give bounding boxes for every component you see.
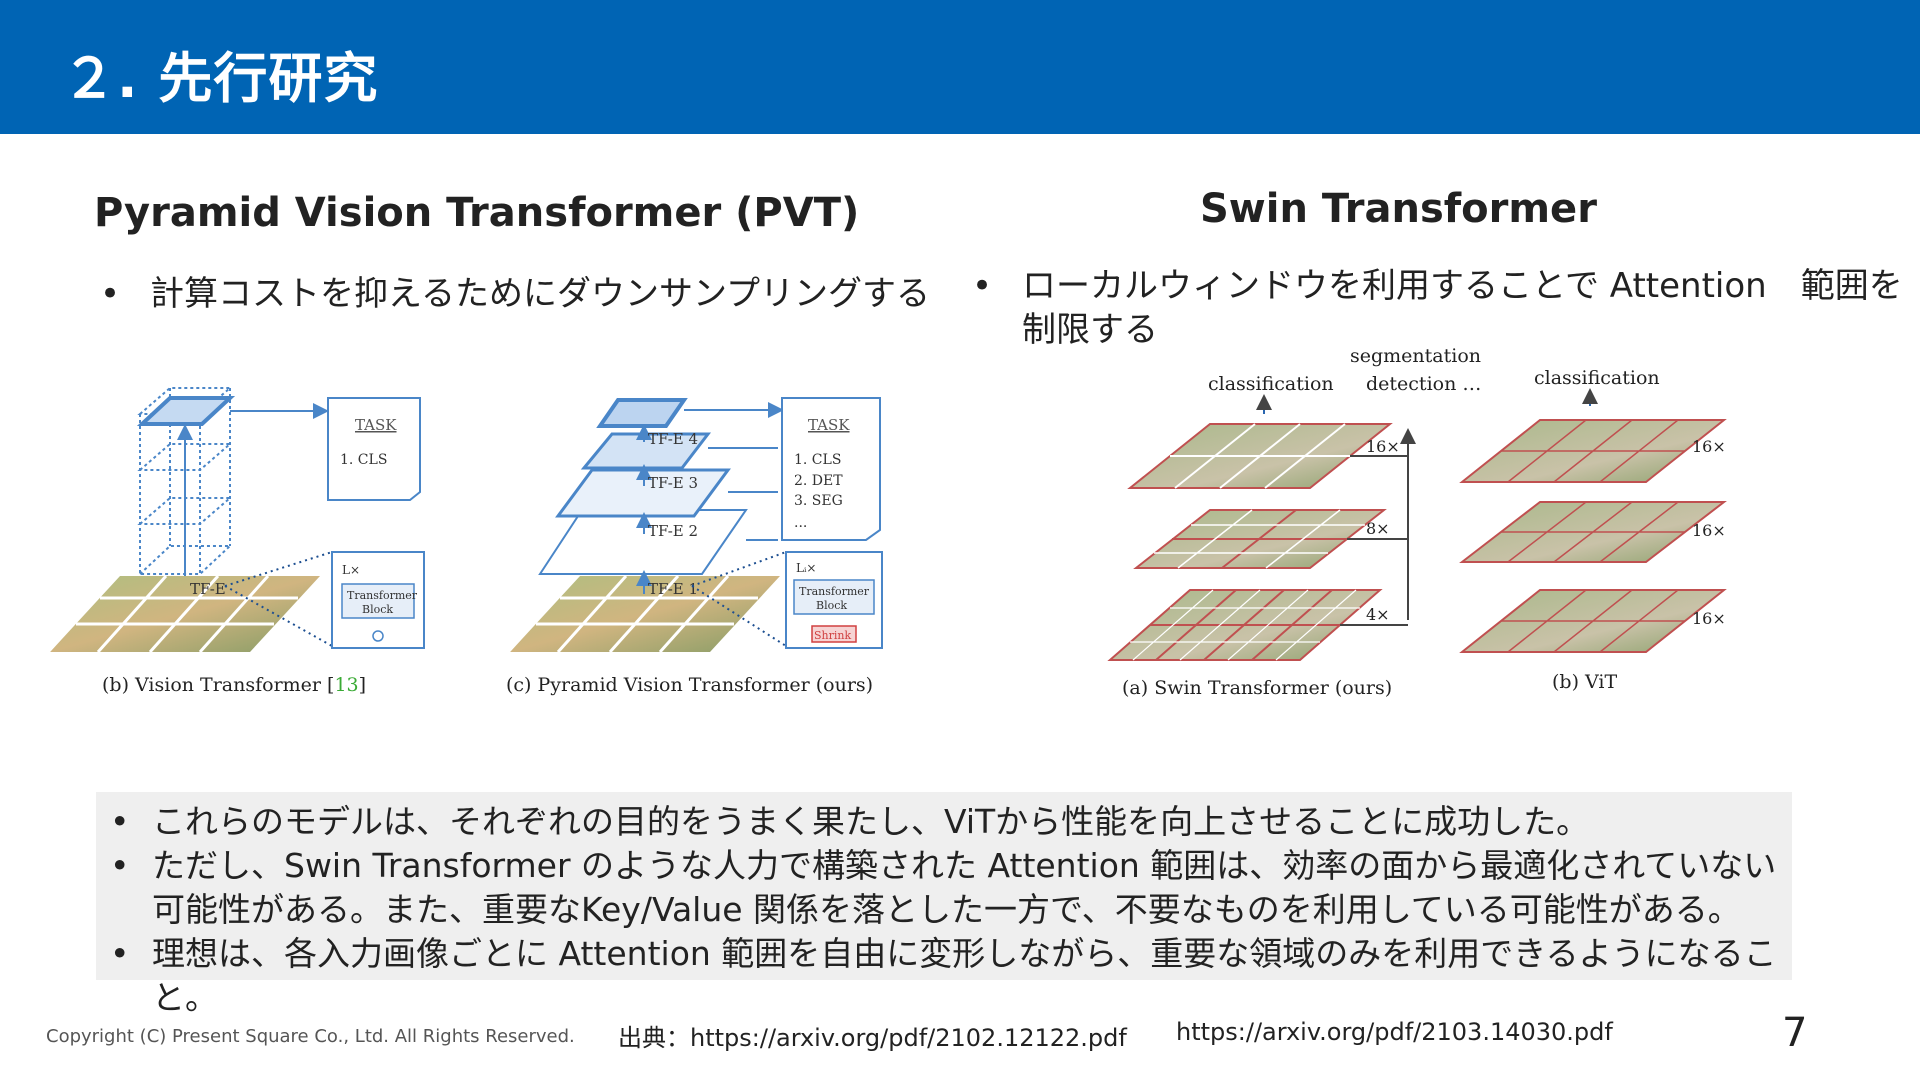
pvt-figure: TF-E TASK 1. CLS L× Transformer Block bbox=[46, 387, 883, 696]
vit-caption-right: (b) ViT bbox=[1552, 671, 1617, 693]
vit-scale-3: 16× bbox=[1692, 609, 1726, 628]
task-item: 3. SEG bbox=[794, 493, 843, 509]
summary-item: • これらのモデルは、それぞれの目的をうまく果たし、ViTから性能を向上させるこ… bbox=[110, 800, 1780, 844]
summary-text: 理想は、各入力画像ごとに Attention 範囲を自由に変形しながら、重要な領… bbox=[152, 934, 1777, 1017]
pvt-title: Pyramid Vision Transformer (PVT) bbox=[94, 190, 860, 236]
summary-text: これらのモデルは、それぞれの目的をうまく果たし、ViTから性能を向上させることに… bbox=[152, 802, 1590, 841]
pvt-stage-4 bbox=[596, 398, 688, 428]
classification-right-label: classification bbox=[1534, 367, 1660, 389]
pvt-transformer-block: Lᵢ× Transformer Block Shrink bbox=[785, 551, 883, 649]
swin-level-4x bbox=[1107, 589, 1383, 661]
bullet-dot: • bbox=[110, 846, 130, 885]
page-number: 7 bbox=[1782, 1010, 1808, 1056]
task-title: TASK bbox=[808, 416, 850, 434]
tfe-level-1: TF-E 1 bbox=[648, 580, 698, 598]
vit-tfe-label: TF-E bbox=[190, 580, 226, 598]
pvt-diagram: TF-E 4 TF-E 3 TF-E 2 TF-E 1 TASK 1. CLS … bbox=[506, 397, 883, 654]
swin-figure: classification segmentation detection … … bbox=[1107, 345, 1727, 699]
swin-bullet-line1: ローカルウィンドウを利用することで Attention 範囲を bbox=[1022, 266, 1903, 306]
tfe-level-2: TF-E 2 bbox=[648, 522, 698, 540]
bullet-dot: • bbox=[110, 934, 130, 973]
task-item: ... bbox=[794, 515, 807, 531]
pvt-bullet-text: 計算コストを抑えるためにダウンサンプリングする bbox=[150, 274, 930, 314]
swin-title: Swin Transformer bbox=[1200, 186, 1597, 232]
lx-label: L× bbox=[342, 563, 360, 577]
vit-level-2 bbox=[1459, 501, 1727, 563]
swin-scale-8x: 8× bbox=[1366, 519, 1390, 538]
task-item: 1. CLS bbox=[794, 452, 841, 468]
source-link-1[interactable]: 出典：https://arxiv.org/pdf/2102.12122.pdf bbox=[618, 1024, 1127, 1052]
task-item: 2. DET bbox=[794, 473, 843, 489]
vit-diagram: TF-E TASK 1. CLS L× Transformer Block bbox=[46, 387, 425, 654]
summary-box: • これらのモデルは、それぞれの目的をうまく果たし、ViTから性能を向上させるこ… bbox=[96, 792, 1792, 1017]
tfe-level-4: TF-E 4 bbox=[648, 430, 698, 448]
task-item: 1. CLS bbox=[340, 452, 387, 468]
detection-label: detection … bbox=[1366, 373, 1481, 395]
shrink-label: Shrink bbox=[814, 629, 851, 642]
tfe-level-3: TF-E 3 bbox=[648, 474, 698, 492]
classification-left-label: classification bbox=[1208, 373, 1334, 395]
vit-scale-1: 16× bbox=[1692, 437, 1726, 456]
swin-caption: (a) Swin Transformer (ours) bbox=[1122, 677, 1392, 699]
vit-scale-2: 16× bbox=[1692, 521, 1726, 540]
bullet-dot: • bbox=[100, 274, 121, 314]
summary-text: ただし、Swin Transformer のような人力で構築された Attent… bbox=[152, 846, 1777, 929]
vit-encoder-stack bbox=[137, 387, 233, 575]
swin-scale-4x: 4× bbox=[1366, 605, 1390, 624]
summary-item: • 理想は、各入力画像ごとに Attention 範囲を自由に変形しながら、重要… bbox=[110, 932, 1780, 1020]
copyright: Copyright (C) Present Square Co., Ltd. A… bbox=[46, 1026, 575, 1047]
block-label-2: Block bbox=[816, 599, 847, 612]
vit-transformer-block: L× Transformer Block bbox=[331, 551, 425, 649]
header-bar: ２. 先行研究 bbox=[0, 0, 1920, 134]
swin-level-8x bbox=[1133, 509, 1387, 569]
block-label-1: Transformer bbox=[799, 585, 870, 598]
swin-scale-16x: 16× bbox=[1366, 437, 1400, 456]
swin-bullet-line2: 制限する bbox=[1022, 310, 1158, 350]
vit-caption: (b) Vision Transformer [13] bbox=[102, 674, 366, 696]
bullet-dot: • bbox=[110, 802, 130, 841]
swin-bullet: • ローカルウィンドウを利用することで Attention 範囲を 制限する bbox=[972, 264, 1903, 352]
pvt-caption: (c) Pyramid Vision Transformer (ours) bbox=[506, 674, 873, 696]
bullet-dot: • bbox=[972, 266, 993, 306]
vit-input-image bbox=[46, 574, 320, 654]
block-label-1: Transformer bbox=[347, 589, 418, 602]
pvt-bullet: • 計算コストを抑えるためにダウンサンプリングする bbox=[100, 272, 930, 316]
vit-task-box: TASK 1. CLS bbox=[327, 397, 421, 501]
vit-level-1 bbox=[1459, 419, 1727, 483]
lix-label: Lᵢ× bbox=[796, 561, 816, 575]
swin-level-16x bbox=[1127, 423, 1393, 489]
block-label-2: Block bbox=[362, 603, 393, 616]
task-title: TASK bbox=[355, 416, 397, 434]
pvt-input-image bbox=[506, 574, 780, 654]
slide-title: ２. 先行研究 bbox=[62, 47, 379, 110]
segmentation-label: segmentation bbox=[1350, 345, 1481, 367]
summary-item: • ただし、Swin Transformer のような人力で構築された Atte… bbox=[110, 844, 1780, 932]
pvt-task-box: TASK 1. CLS 2. DET 3. SEG ... bbox=[781, 397, 881, 541]
vit-level-3 bbox=[1459, 589, 1727, 653]
source-link-2[interactable]: https://arxiv.org/pdf/2103.14030.pdf bbox=[1176, 1018, 1613, 1046]
